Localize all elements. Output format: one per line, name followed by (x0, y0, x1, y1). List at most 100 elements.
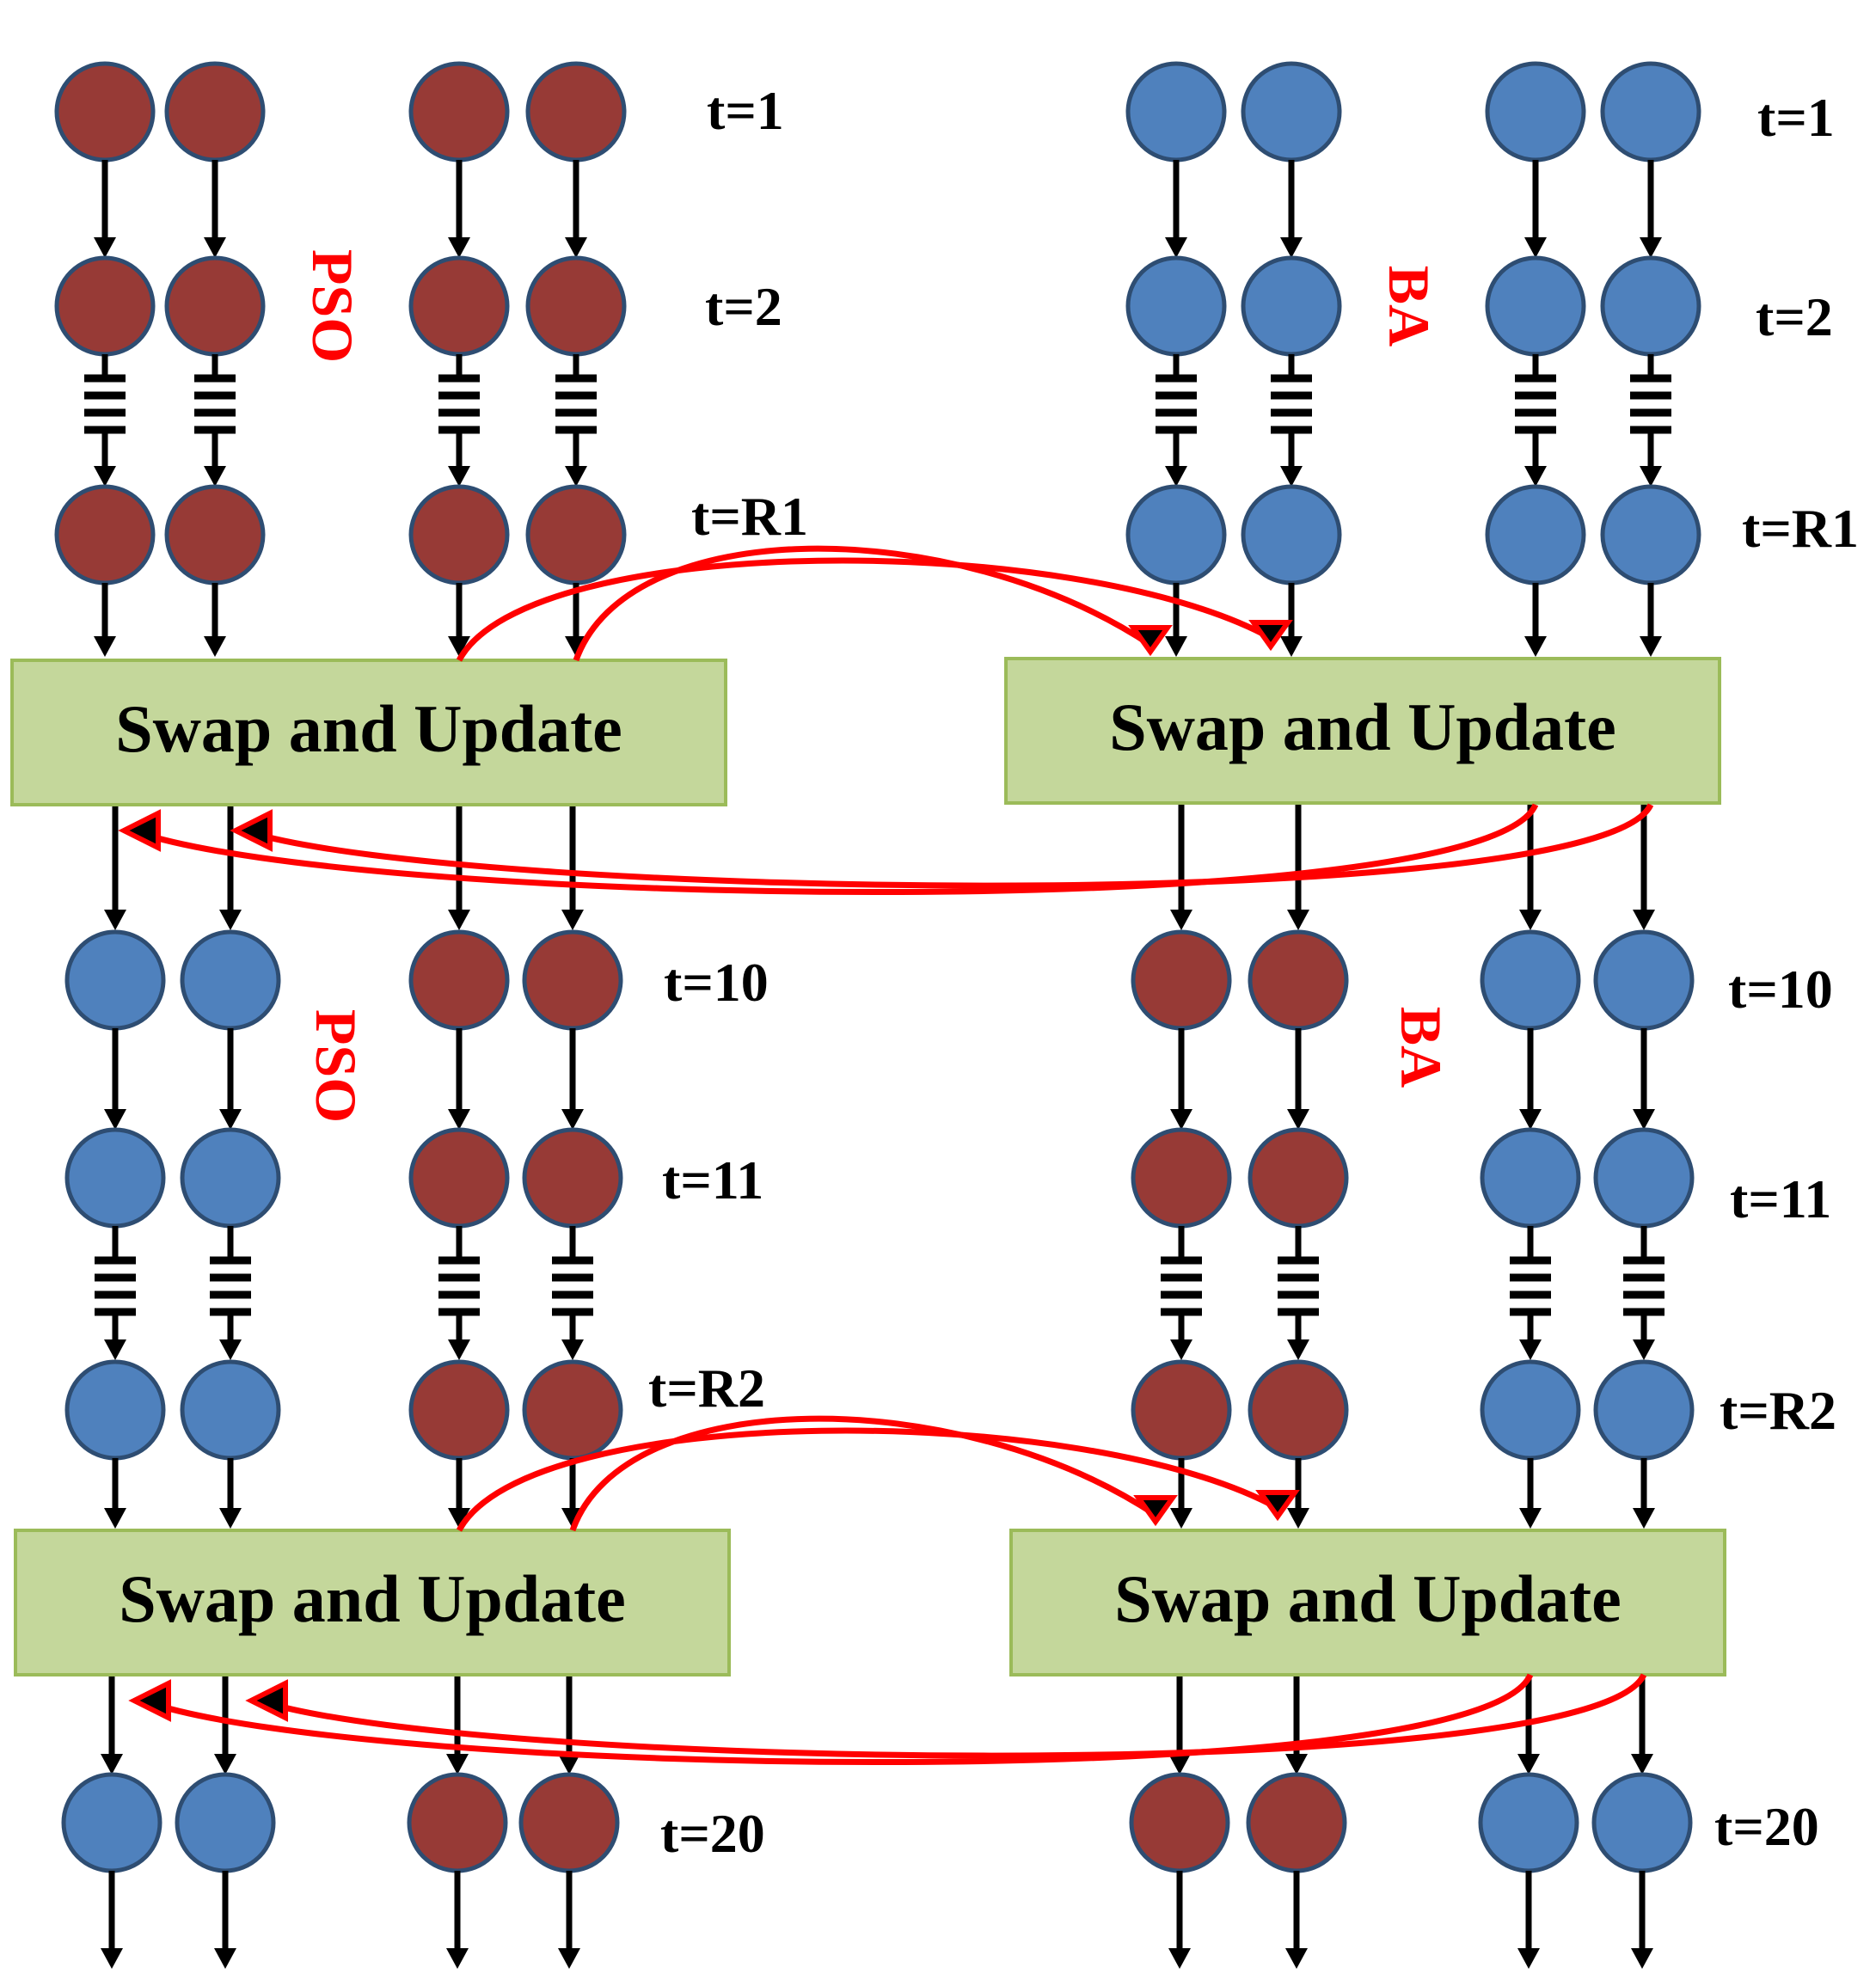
time-label: t=2 (1756, 286, 1833, 347)
pso-node (408, 929, 510, 1031)
ba-node (1600, 61, 1701, 162)
exchange-arrow (146, 1673, 1534, 1766)
exchange-arrow (263, 1673, 1647, 1759)
algo-label-pso: PSO (300, 249, 365, 363)
time-label: t=R2 (1720, 1380, 1836, 1441)
ba-node (1241, 255, 1342, 357)
ba-node (64, 1359, 166, 1461)
flow-arrowhead (1280, 466, 1303, 487)
flow-arrowhead (1280, 636, 1303, 657)
exchange-arrow (573, 545, 1152, 662)
flow-arrowhead (561, 1109, 584, 1130)
flow-arrowhead (1165, 237, 1187, 258)
exchange-arrow (569, 1415, 1157, 1532)
flow-arrowhead (1631, 1948, 1653, 1969)
flow-arrowhead (94, 636, 116, 657)
pso-node (518, 1772, 620, 1873)
time-label: t=1 (1757, 87, 1835, 148)
flow-arrowhead (1170, 1109, 1192, 1130)
flow-arrowhead (219, 910, 242, 930)
flow-arrowhead (1633, 1109, 1655, 1130)
pso-node (54, 255, 156, 357)
exchange-arrowhead (230, 809, 273, 852)
flow-arrowhead (1640, 636, 1662, 657)
ba-node (175, 1772, 276, 1873)
pso-node (525, 484, 627, 585)
swap-label: Swap and Update (1114, 1561, 1622, 1636)
flow-arrowhead (219, 1508, 242, 1529)
exchange-arrow (136, 803, 1539, 896)
flow-arrowhead (219, 1339, 242, 1360)
flow-arrowhead (1165, 636, 1187, 657)
time-label: t=R1 (1742, 498, 1859, 559)
time-label: t=11 (1730, 1168, 1831, 1229)
pso-node (522, 929, 623, 1031)
time-label: t=10 (1728, 959, 1833, 1020)
flow-arrowhead (204, 636, 226, 657)
flow-layer (54, 61, 1701, 1969)
ba-node (1593, 1359, 1695, 1461)
pso-node (408, 1127, 510, 1229)
pso-node (408, 484, 510, 585)
ba-node (1480, 1127, 1581, 1229)
pso-node (522, 1359, 623, 1461)
ba-node (180, 929, 281, 1031)
time-label: t=R1 (691, 486, 808, 547)
pso-node (1248, 1127, 1349, 1229)
flow-arrowhead (1287, 910, 1309, 930)
flow-arrowhead (1165, 466, 1187, 487)
time-label: t=1 (707, 80, 784, 141)
flow-arrowhead (104, 910, 126, 930)
flow-arrowhead (1170, 1508, 1192, 1529)
flow-arrowhead (446, 1754, 469, 1775)
pso-node (408, 61, 510, 162)
flow-arrowhead (1285, 1948, 1308, 1969)
flow-arrowhead (1640, 237, 1662, 258)
time-label: t=R2 (648, 1358, 765, 1419)
ba-node (1485, 484, 1586, 585)
flow-arrowhead (448, 1109, 470, 1130)
pso-node (1131, 1127, 1232, 1229)
ba-node (1600, 255, 1701, 357)
flow-arrowhead (1517, 1948, 1540, 1969)
flow-arrowhead (446, 1948, 469, 1969)
ba-node (1241, 61, 1342, 162)
exchange-arrowhead (245, 1679, 288, 1722)
time-label: t=11 (662, 1149, 763, 1211)
swap-label: Swap and Update (119, 1561, 626, 1636)
ba-node (1480, 1359, 1581, 1461)
ba-node (1593, 929, 1695, 1031)
exchange-arrowhead (1128, 625, 1173, 657)
swap-box-phase2-right: Swap and Update (1009, 1529, 1726, 1676)
pso-node (1248, 929, 1349, 1031)
flow-arrowhead (1287, 1508, 1309, 1529)
ba-node (64, 1127, 166, 1229)
flow-arrowhead (204, 466, 226, 487)
pso-node (164, 61, 266, 162)
flow-arrowhead (94, 466, 116, 487)
flow-arrowhead (1170, 910, 1192, 930)
pso-node (1131, 1359, 1232, 1461)
pso-node (408, 255, 510, 357)
time-label: t=10 (664, 952, 769, 1013)
time-label: t=20 (1714, 1796, 1819, 1857)
algo-label-ba: BA (1389, 1007, 1454, 1088)
pso-node (525, 255, 627, 357)
flow-arrowhead (1519, 1339, 1542, 1360)
flow-arrowhead (204, 237, 226, 258)
flow-arrowhead (565, 466, 587, 487)
flow-arrowhead (104, 1339, 126, 1360)
flow-arrowhead (561, 910, 584, 930)
exchange-arrow (248, 803, 1654, 889)
pso-node (525, 61, 627, 162)
flow-arrowhead (1287, 1109, 1309, 1130)
flow-arrowhead (1168, 1754, 1191, 1775)
pso-node (164, 255, 266, 357)
flow-arrowhead (1287, 1339, 1309, 1360)
exchange-arrowhead (1248, 620, 1293, 652)
flow-arrowhead (1285, 1754, 1308, 1775)
pso-node (1248, 1359, 1349, 1461)
flow-arrowhead (1168, 1948, 1191, 1969)
